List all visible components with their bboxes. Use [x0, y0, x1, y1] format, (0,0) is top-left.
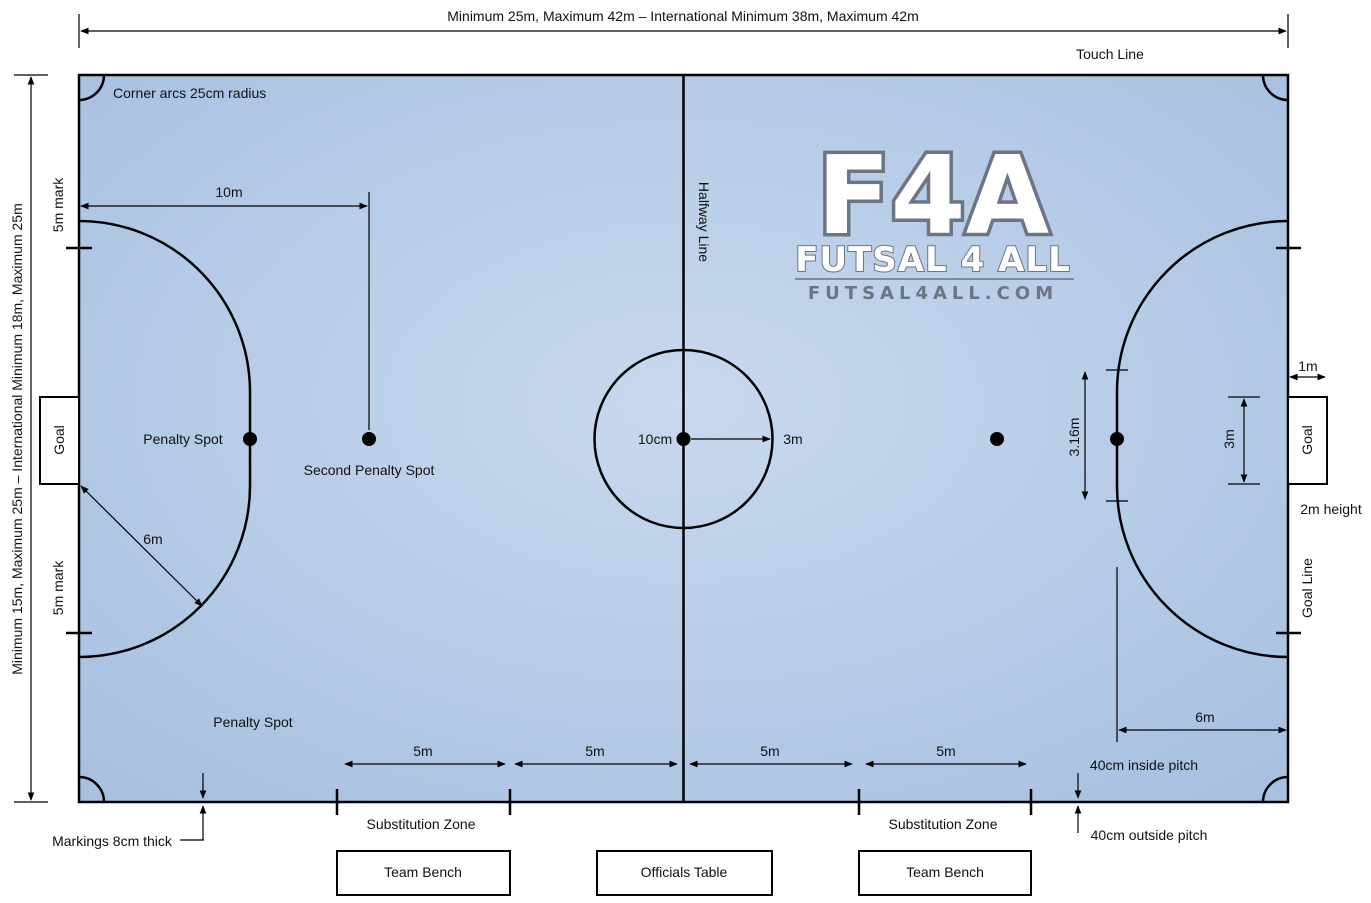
five-m-label-1: 5m — [413, 743, 432, 759]
team-bench-right-label: Team Bench — [906, 864, 984, 880]
five-m-label-4: 5m — [936, 743, 955, 759]
corner-arc-bottom-right — [1261, 775, 1289, 803]
goal-left — [39, 396, 80, 485]
penalty-spot-left — [243, 432, 257, 446]
goal-width-label: 3m — [1221, 429, 1237, 448]
center-spot — [676, 432, 691, 446]
logo-url: FUTSAL4ALL.COM — [808, 283, 1058, 304]
team-bench-right — [858, 850, 1032, 896]
goal-label-right: Goal — [1299, 425, 1315, 455]
center-radius-label: 3m — [783, 431, 802, 447]
five-m-label-3: 5m — [760, 743, 779, 759]
futsal4all-logo: F4A FUTSAL 4 ALL FUTSAL4ALL.COM — [794, 131, 1074, 304]
six-m-label-left: 6m — [143, 531, 162, 547]
five-m-mark-label-top: 5m mark — [50, 177, 66, 232]
officials-table-label: Officials Table — [641, 864, 728, 880]
five-m-mark-label-bottom: 5m mark — [50, 560, 66, 615]
five-m-label-2: 5m — [585, 743, 604, 759]
corner-arc-bottom-left — [78, 775, 106, 803]
team-bench-left — [336, 850, 511, 896]
ten-m-label: 10m — [215, 184, 242, 200]
goal-line-label: Goal Line — [1299, 558, 1315, 618]
team-bench-left-label: Team Bench — [384, 864, 462, 880]
second-penalty-spot-label: Second Penalty Spot — [304, 462, 435, 478]
second-penalty-spot-right — [990, 432, 1004, 446]
substitution-zone-label-left: Substitution Zone — [367, 816, 476, 832]
logo-letters: F4A — [817, 134, 1050, 259]
center-spot-label: 10cm — [638, 431, 672, 447]
markings-label: Markings 8cm thick — [52, 833, 173, 849]
goal-right — [1287, 396, 1328, 485]
officials-table — [596, 850, 773, 896]
penalty-spot-right — [1110, 432, 1124, 446]
center-circle — [593, 348, 774, 530]
length-dimension-label: Minimum 25m, Maximum 42m – International… — [447, 8, 918, 24]
one-m-label: 1m — [1298, 358, 1317, 374]
halfway-line-label: Halfway Line — [696, 182, 712, 262]
corner-arc-top-left — [78, 74, 106, 102]
dim-316-label: 3.16m — [1066, 418, 1082, 457]
goal-label-left: Goal — [51, 425, 67, 455]
six-m-radius-arrow — [80, 485, 203, 607]
six-m-label-right: 6m — [1195, 709, 1214, 725]
corner-arc-top-right — [1261, 74, 1289, 102]
touch-line-label: Touch Line — [1076, 46, 1144, 62]
outside-pitch-label: 40cm outside pitch — [1091, 827, 1208, 843]
substitution-zone-label-right: Substitution Zone — [889, 816, 998, 832]
width-dimension-label: Minimum 15m, Maximum 25m – International… — [9, 203, 25, 674]
goal-height-label: 2m height — [1300, 501, 1362, 517]
second-penalty-spot-left — [362, 432, 376, 446]
corner-arcs-label: Corner arcs 25cm radius — [113, 85, 266, 101]
logo-name: FUTSAL 4 ALL — [795, 240, 1070, 280]
inside-pitch-label: 40cm inside pitch — [1090, 757, 1198, 773]
penalty-spot-label-bottom: Penalty Spot — [213, 714, 292, 730]
penalty-spot-label: Penalty Spot — [143, 431, 222, 447]
